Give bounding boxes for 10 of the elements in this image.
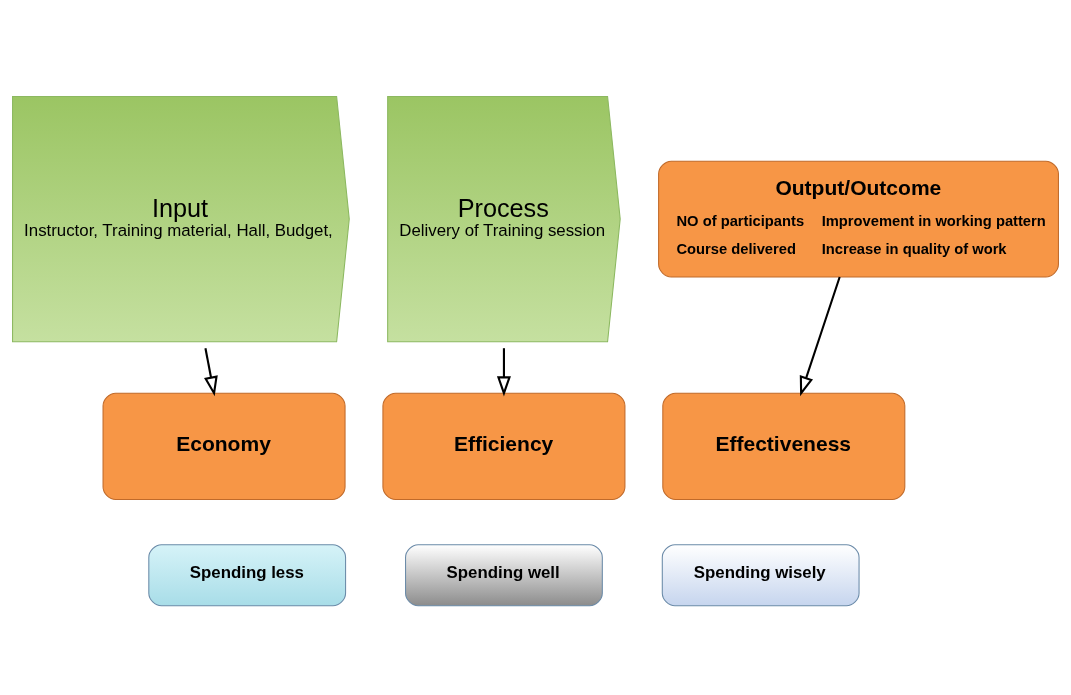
arrow bbox=[496, 347, 511, 396]
node-box: Spending wisely bbox=[661, 543, 860, 606]
node-box: Spending less bbox=[148, 543, 347, 606]
arrow bbox=[204, 347, 218, 396]
node-box: Output/Outcome NO of participants Improvement in working pattern Course delivered Increase in quality of work bbox=[658, 160, 1059, 277]
arrow bbox=[799, 276, 841, 396]
node-box: Efficiency bbox=[382, 392, 626, 500]
node-box: Economy bbox=[102, 392, 346, 500]
node-box: Spending well bbox=[405, 543, 603, 606]
node-box: Effectiveness bbox=[662, 392, 906, 500]
